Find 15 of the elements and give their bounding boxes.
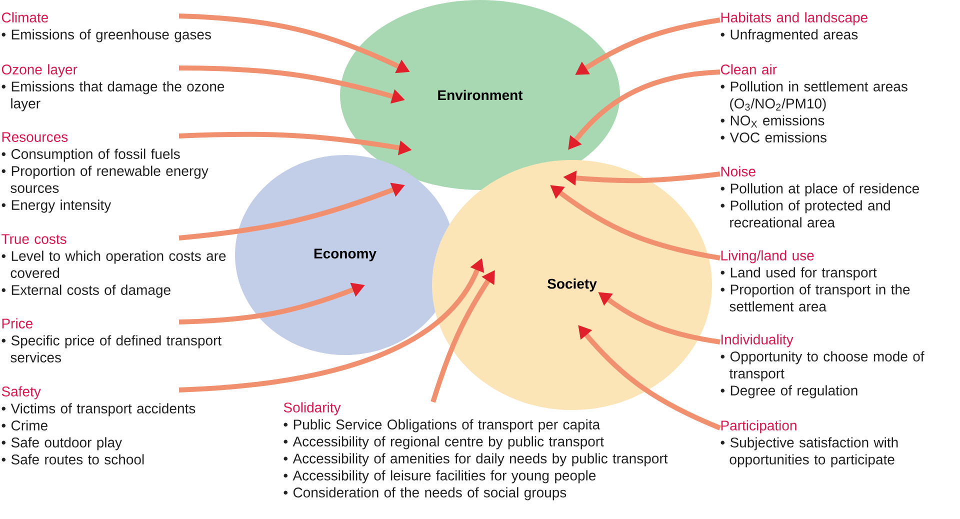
indicator-list: Safety • Victims of transport accidents • Crime • Safe outdoor play • Safe routes to school [2,386,196,464]
indicator-list: Climate • Emissions of greenhouse gases [2,12,211,42]
circle-area: Economy [235,155,455,355]
indicator-list: Individuality • Opportunity to choose mode of transport • Degree of regulation [720,334,924,398]
circle-area: Society [432,160,712,410]
indicator-list: Clean air • Pollution in settlement areas (O$_{3}$/NO$_{2}$/PM10) • NO$_{X}$ emissions • VOC emissions [720,64,908,142]
indicator-list: Resources • Consumption of fossil fuels • Proportion of renewable energy sources • Energy intensity [2,132,208,213]
indicator-list: Price • Specific price of defined transport services [2,318,222,362]
indicator-list: True costs • Level to which operation costs are covered • External costs of damage [2,234,226,298]
indicator-list: Habitats and landscape • Unfragmented areas [720,12,868,42]
circle-area: Environment [340,0,620,190]
indicator-list: Participation • Subjective satisfaction with opportunities to participate [720,420,898,468]
indicator-list: Living/land use • Land used for transport • Proportion of transport in the settlement area [720,250,910,312]
indicator-list: Ozone layer • Emissions that damage the ozone layer [2,64,224,112]
indicator-list: Noise • Pollution at place of residence • Pollution of protected and recreational area [720,166,919,228]
